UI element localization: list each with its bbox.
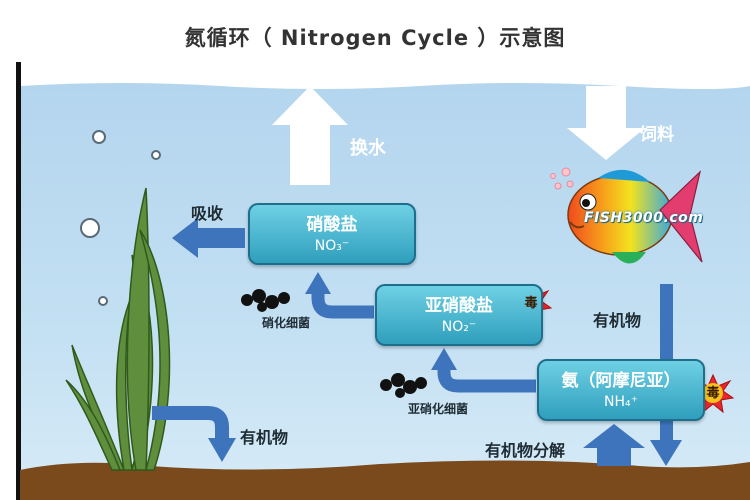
nitrite-to-nitrate-arrow xyxy=(311,292,374,319)
ammonia-name: 氨（阿摩尼亚） xyxy=(561,371,681,391)
nitrosifying-bacteria-icon xyxy=(380,373,427,398)
substrate-soil xyxy=(20,460,750,500)
water-change-arrow xyxy=(272,86,348,185)
bubbles xyxy=(80,130,161,306)
ammonia-box: 氨（阿摩尼亚） NH₄⁺ xyxy=(537,359,705,421)
nitrosifying-bacteria-label: 亚硝化细菌 xyxy=(408,402,469,416)
nitrite-box: 亚硝酸盐 NO₂⁻ xyxy=(375,284,543,346)
absorb-label: 吸收 xyxy=(191,204,224,223)
nitrite-formula: NO₂⁻ xyxy=(441,319,477,335)
poison-badge-ammonia: 毒 xyxy=(701,381,725,405)
decomposition-label: 有机物分解 xyxy=(485,441,566,460)
decomposition-arrow xyxy=(583,424,645,466)
ammonia-to-nitrite-arrow xyxy=(437,368,536,393)
nitrite-name: 亚硝酸盐 xyxy=(425,296,493,316)
nitrifying-bacteria-label: 硝化细菌 xyxy=(262,316,311,330)
nitrate-box: 硝酸盐 NO₃⁻ xyxy=(248,203,416,265)
feed-arrow xyxy=(567,86,645,160)
organic-left-arrow xyxy=(152,406,229,440)
diagram-title: 氮循环（ Nitrogen Cycle ）示意图 xyxy=(184,26,566,50)
nitrate-name: 硝酸盐 xyxy=(306,215,358,235)
nitrifying-bacteria-icon xyxy=(241,289,290,312)
poison-badge-nitrite: 毒 xyxy=(519,291,543,315)
fish-bubbles xyxy=(550,167,574,190)
absorb-arrow xyxy=(172,218,245,258)
nitrate-formula: NO₃⁻ xyxy=(314,238,350,254)
ammonia-formula: NH₄⁺ xyxy=(603,394,638,410)
organic-right-label: 有机物 xyxy=(593,311,642,330)
organic-left-label: 有机物 xyxy=(240,428,289,447)
watermark: FISH3000.com xyxy=(584,210,704,226)
tank-wall xyxy=(16,62,21,500)
poison-badge-nitrite-text: 毒 xyxy=(524,295,538,311)
feed-label: 饲料 xyxy=(640,125,674,145)
water-change-label: 换水 xyxy=(350,138,386,159)
fish-icon xyxy=(567,169,703,264)
poison-badge-ammonia-text: 毒 xyxy=(706,385,720,401)
